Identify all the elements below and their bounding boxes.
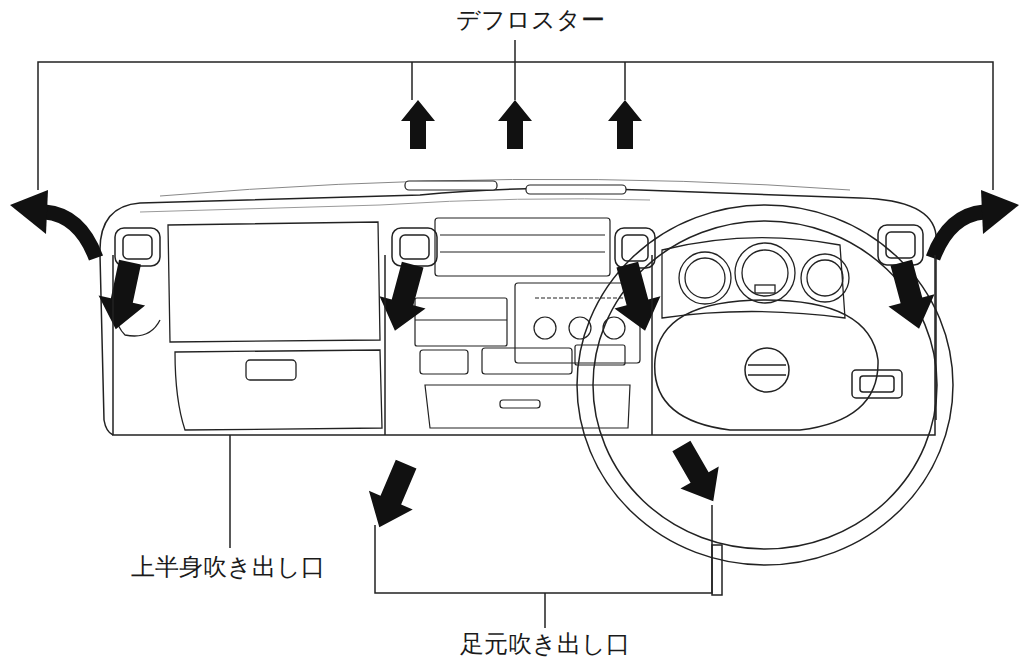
center-stack (535, 297, 625, 298)
bracket-line (229, 435, 231, 548)
upper-vent-arrow (92, 257, 153, 334)
part-label: デフロスター (456, 6, 605, 35)
foot-vent-arrow (357, 455, 428, 537)
glove-box (175, 350, 382, 430)
vent (123, 235, 152, 259)
vent (400, 235, 429, 259)
center-stack (440, 234, 605, 235)
steering-wheel (852, 370, 902, 398)
defroster-slot (526, 185, 626, 194)
instrument-cluster (662, 238, 845, 318)
upper-vent-arrow (878, 256, 942, 335)
instrument-cluster (755, 285, 775, 293)
side-vent-arrow (10, 190, 1019, 258)
bracket-line (384, 255, 386, 435)
vent (886, 232, 915, 258)
vent (615, 228, 655, 268)
defroster-arrow (401, 100, 642, 149)
steering-wheel (748, 374, 786, 376)
steering-wheel (593, 221, 937, 549)
foot-vent-arrow (662, 435, 732, 512)
bracket-line (624, 62, 626, 100)
steering-wheel (745, 348, 789, 392)
bracket-line (375, 505, 712, 593)
dashboard-outline (100, 188, 936, 435)
bracket-line (651, 255, 653, 435)
defroster-arrow (608, 100, 642, 149)
center-stack (440, 251, 605, 252)
center-stack (482, 348, 572, 374)
instrument-cluster (801, 254, 849, 302)
side-vent-arrow (45, 212, 96, 258)
bracket-line (38, 40, 993, 628)
defroster-slot (405, 181, 626, 194)
instrument-cluster (735, 243, 795, 303)
defroster-arrow (498, 100, 532, 149)
center-stack (415, 319, 507, 320)
glove-box (168, 222, 380, 342)
vent (392, 228, 437, 266)
steering-wheel (712, 545, 722, 595)
side-vent-arrow (981, 190, 1019, 234)
center-stack (500, 400, 540, 408)
center-stack (575, 345, 625, 365)
upper-vent-arrow (372, 258, 436, 337)
upper-vent-arrow (92, 256, 942, 337)
instrument-cluster (679, 252, 731, 304)
bracket-line (113, 255, 935, 435)
steering-wheel (860, 376, 894, 392)
side-vent-arrow (933, 212, 984, 258)
center-stack (435, 218, 610, 276)
vent (115, 225, 923, 268)
defroster-arrow (401, 100, 435, 149)
dashboard-outline (100, 255, 113, 435)
center-stack (420, 350, 468, 374)
upper-vent-arrow (604, 258, 668, 337)
center-stack (569, 317, 591, 339)
part-label: 上半身吹き出し口 (131, 553, 325, 582)
side-vent-arrow (10, 190, 48, 234)
instrument-cluster (807, 260, 843, 296)
center-stack (425, 385, 630, 428)
bracket-line (544, 593, 546, 628)
dashboard-outline (140, 199, 650, 212)
vent (878, 225, 923, 265)
foot-vent-arrow (357, 435, 732, 537)
glove-box (115, 222, 382, 430)
defroster-slot (405, 181, 497, 190)
steering-wheel (655, 300, 878, 430)
bracket-line (411, 62, 413, 100)
center-stack (534, 317, 556, 339)
steering-wheel (577, 205, 953, 595)
glove-box (246, 360, 296, 380)
steering-wheel (748, 364, 786, 366)
vent (115, 228, 160, 266)
instrument-cluster (685, 258, 725, 298)
bracket-line (514, 40, 516, 100)
center-stack (415, 298, 507, 346)
part-label: 足元吹き出し口 (460, 630, 630, 659)
steering-wheel (577, 205, 953, 565)
instrument-cluster (742, 250, 788, 296)
